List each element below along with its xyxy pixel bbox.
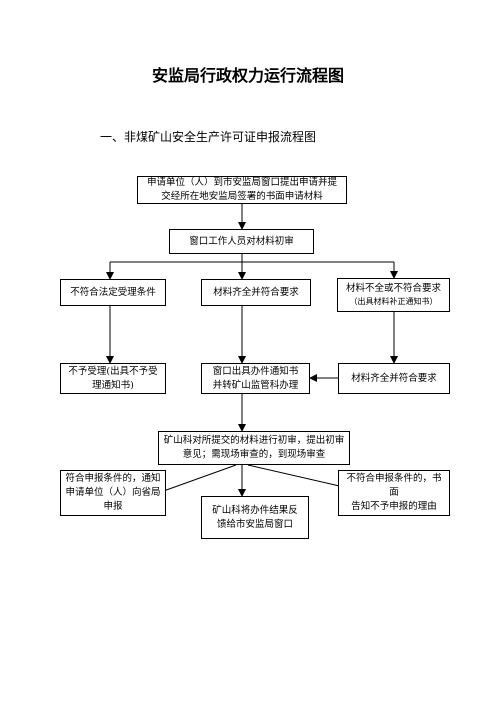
box-incomplete: 材料不全或不符合要求 （出具材料补正通知书） [337, 278, 450, 312]
box-initial-review: 窗口工作人员对材料初审 [169, 229, 314, 254]
section-subtitle: 一、非煤矿山安全生产许可证申报流程图 [100, 130, 317, 144]
box-issue-notice: 窗口出具办件通知书 并转矿山监管科办理 [201, 363, 310, 394]
box-feedback: 矿山科将办件结果反 馈给市安监局窗口 [201, 496, 309, 539]
box-complete: 材料齐全并符合要求 [201, 279, 311, 306]
page-title: 安监局行政权力运行流程图 [151, 66, 344, 85]
box-not-legal: 不符合法定受理条件 [60, 279, 166, 306]
box-reject: 不予受理(出具不予受 理通知书) [60, 363, 166, 394]
box-apply: 申请单位（人）到市安监局窗口提出申请并提 交经所在地安监局签署的书面申请材料 [137, 176, 347, 204]
box-mine-review: 矿山科对所提交的材料进行初审，提出初审 意见；需现场审查的，到现场审查 [158, 431, 350, 465]
arrow-to-approve [157, 464, 237, 495]
box-approve-notify: 符合申报条件的，通知 申请单位（人）向省局 申报 [60, 470, 166, 516]
box-deny-notify: 不符合申报条件的，书面 告知不予申报的理由 [338, 470, 450, 516]
box-complete-after: 材料齐全并符合要求 [338, 363, 450, 394]
